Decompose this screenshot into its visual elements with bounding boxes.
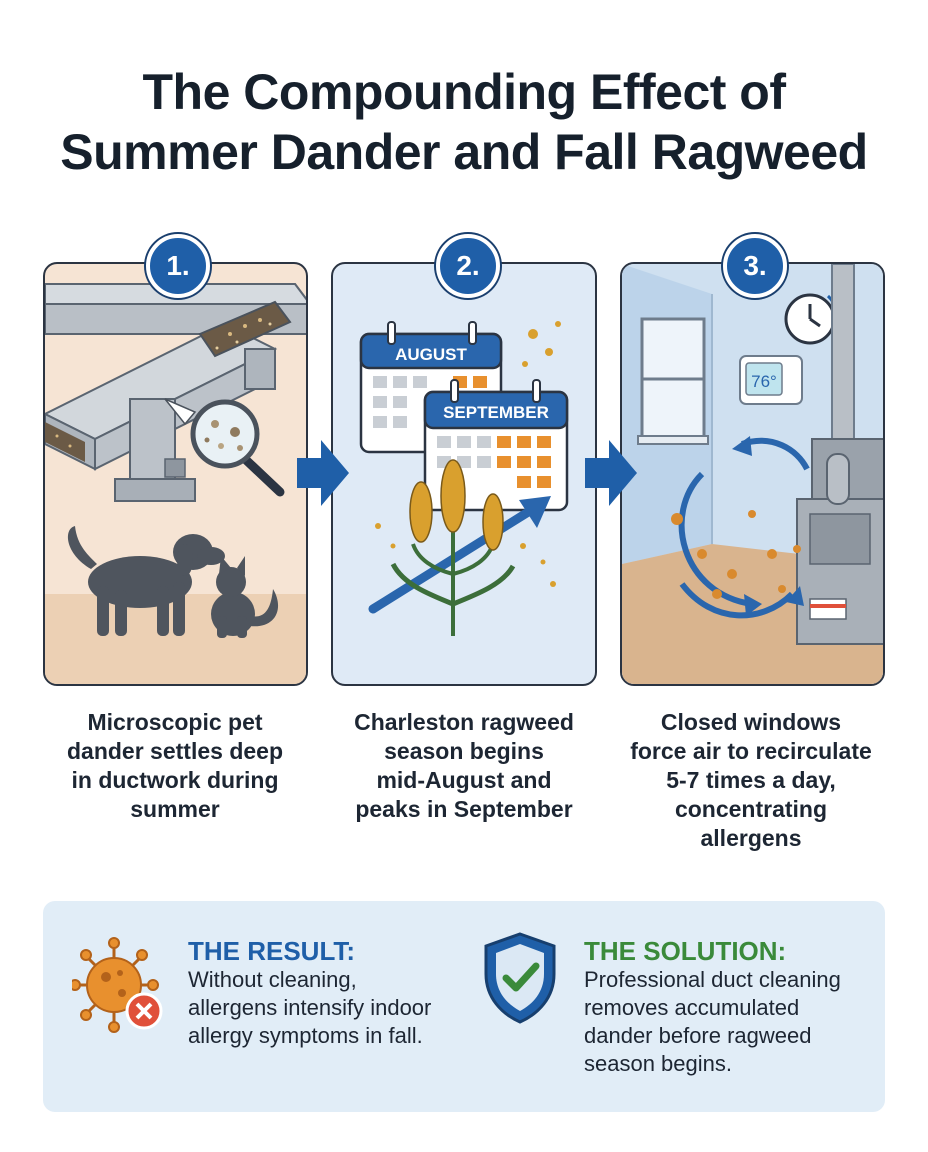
flow-arrow-right-icon (585, 440, 637, 506)
solution-text: Professional duct cleaning removes accum… (584, 967, 841, 1076)
allergen-virus-warning-icon (72, 937, 163, 1033)
cat-silhouette (211, 556, 279, 638)
step-3-caption: Closed windows force air to recirculate … (630, 709, 872, 851)
august-label: AUGUST (395, 345, 467, 364)
dog-silhouette (67, 526, 225, 636)
ragweed-calendar-illustration: AUGUST SEPTEMBER (359, 321, 569, 636)
step-2-badge: 2. (436, 234, 500, 298)
magnifying-glass-icon (190, 399, 285, 497)
flow-arrow-right-icon (297, 440, 349, 506)
step-1-panel (43, 262, 308, 686)
result-text: Without cleaning, allergens intensify in… (188, 967, 432, 1048)
step-3-panel: 76° (620, 262, 885, 686)
step-1-badge: 1. (146, 234, 210, 298)
result-heading: THE RESULT: (188, 936, 356, 966)
page-title-line-2: Summer Dander and Fall Ragweed (60, 124, 868, 180)
september-label: SEPTEMBER (443, 403, 549, 422)
ragweed-plant (390, 459, 516, 636)
step-1-caption: Microscopic pet dander settles deep in d… (66, 709, 284, 822)
ductwork-illustration (45, 283, 306, 684)
step-3-badge: 3. (723, 234, 787, 298)
thermostat-temperature: 76° (751, 372, 777, 391)
recirculation-illustration: 76° (622, 264, 883, 684)
shield-check-icon (484, 932, 556, 1024)
solution-heading: THE SOLUTION: (584, 936, 787, 966)
result-solution-box (43, 901, 885, 1112)
furnace (796, 438, 883, 645)
step-2-caption: Charleston ragweed season begins mid-Aug… (354, 709, 574, 822)
step-2-panel: AUGUST SEPTEMBER (331, 262, 597, 686)
thermostat (739, 355, 803, 405)
window (637, 317, 709, 445)
recirculating-air-arrows (678, 437, 810, 619)
page-title-line-1: The Compounding Effect of (142, 64, 786, 120)
